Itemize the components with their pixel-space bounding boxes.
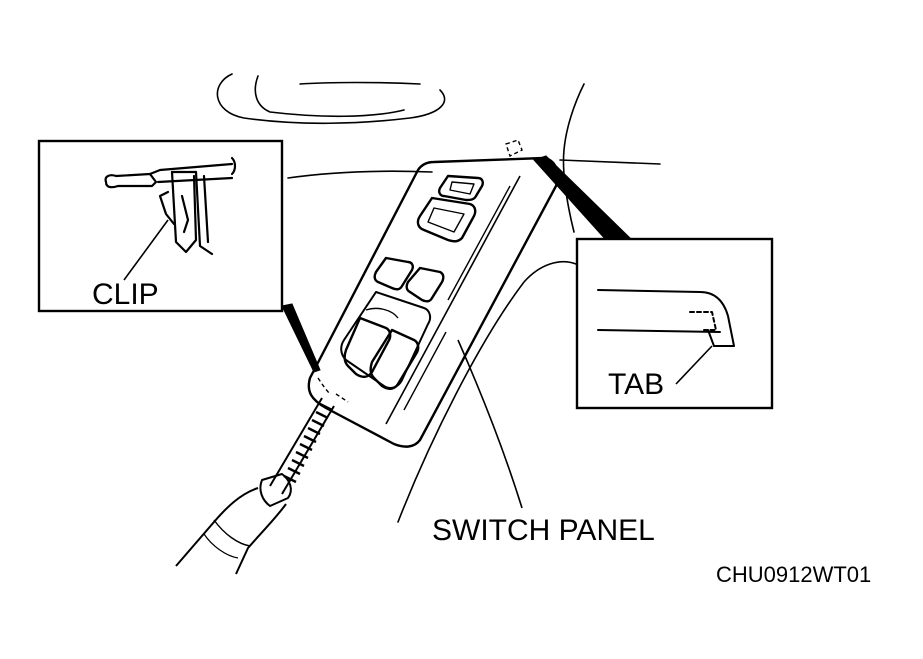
clip-inset: CLIP xyxy=(37,139,284,313)
switch-panel xyxy=(307,156,559,448)
lock-switch xyxy=(438,174,484,202)
clip-location-marker xyxy=(317,139,523,403)
clip-label: CLIP xyxy=(92,278,159,311)
tab-label: TAB xyxy=(608,368,664,401)
switch-panel-leader-line xyxy=(457,339,523,509)
clip-inset-frame xyxy=(37,139,284,313)
screwdriver xyxy=(175,397,335,575)
window-lock-switch xyxy=(416,196,477,243)
clip-callout-wedge xyxy=(281,303,321,373)
switch-panel-label: SWITCH PANEL xyxy=(432,514,655,547)
mirror-switch-right xyxy=(405,266,445,303)
figure-code: CHU0912WT01 xyxy=(716,562,871,587)
tab-inset-frame xyxy=(575,237,774,410)
window-switches xyxy=(340,291,432,390)
callout-wedges xyxy=(281,155,632,373)
tab-illustration xyxy=(597,289,735,347)
mirror-switch-left xyxy=(373,256,414,291)
clip-illustration xyxy=(104,156,237,256)
door-trim-background xyxy=(216,73,661,523)
tab-leader-line xyxy=(675,345,713,385)
tab-inset: TAB xyxy=(575,237,774,410)
switch-panel-outline xyxy=(307,156,559,448)
clip-leader-line xyxy=(123,219,169,281)
